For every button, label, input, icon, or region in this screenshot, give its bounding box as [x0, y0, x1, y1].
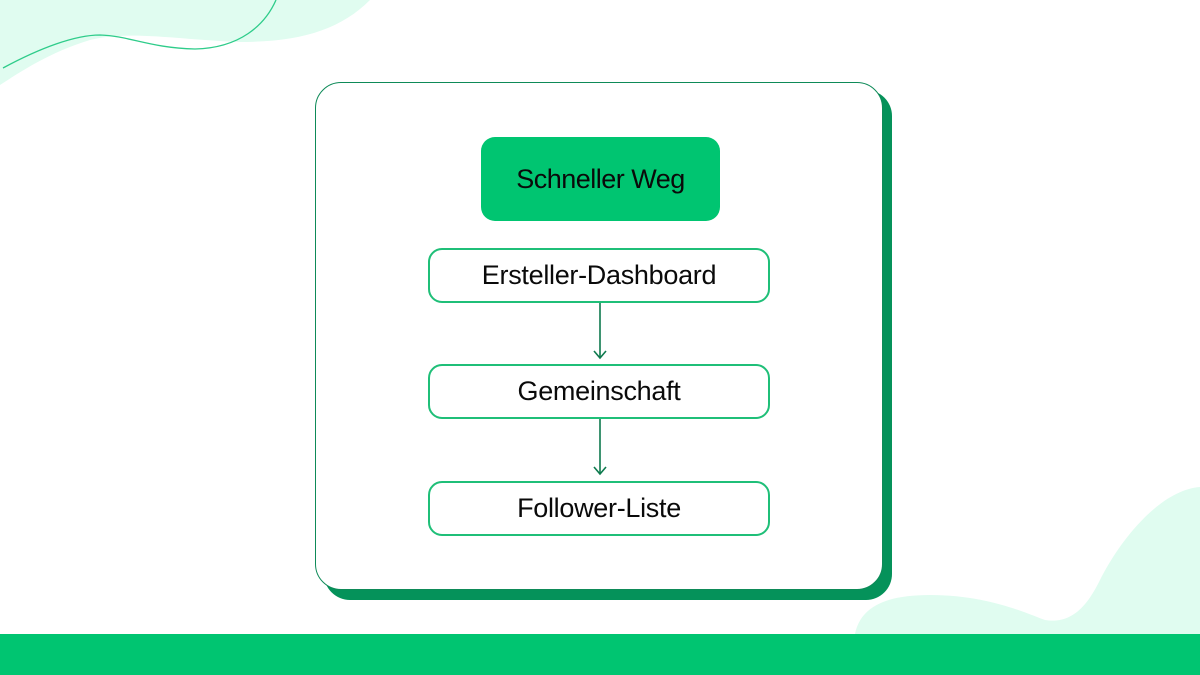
- step-ersteller-dashboard: Ersteller-Dashboard: [428, 248, 770, 303]
- top-left-blob: [0, 0, 370, 85]
- bottom-right-blob: [855, 487, 1200, 634]
- arrow-down-icon: [593, 419, 607, 476]
- arrow-down-icon: [593, 303, 607, 360]
- step-gemeinschaft: Gemeinschaft: [428, 364, 770, 419]
- step-follower-liste: Follower-Liste: [428, 481, 770, 536]
- diagram-title: Schneller Weg: [481, 137, 720, 221]
- top-left-curve-line: [2, 0, 277, 69]
- footer-bar: [0, 634, 1200, 675]
